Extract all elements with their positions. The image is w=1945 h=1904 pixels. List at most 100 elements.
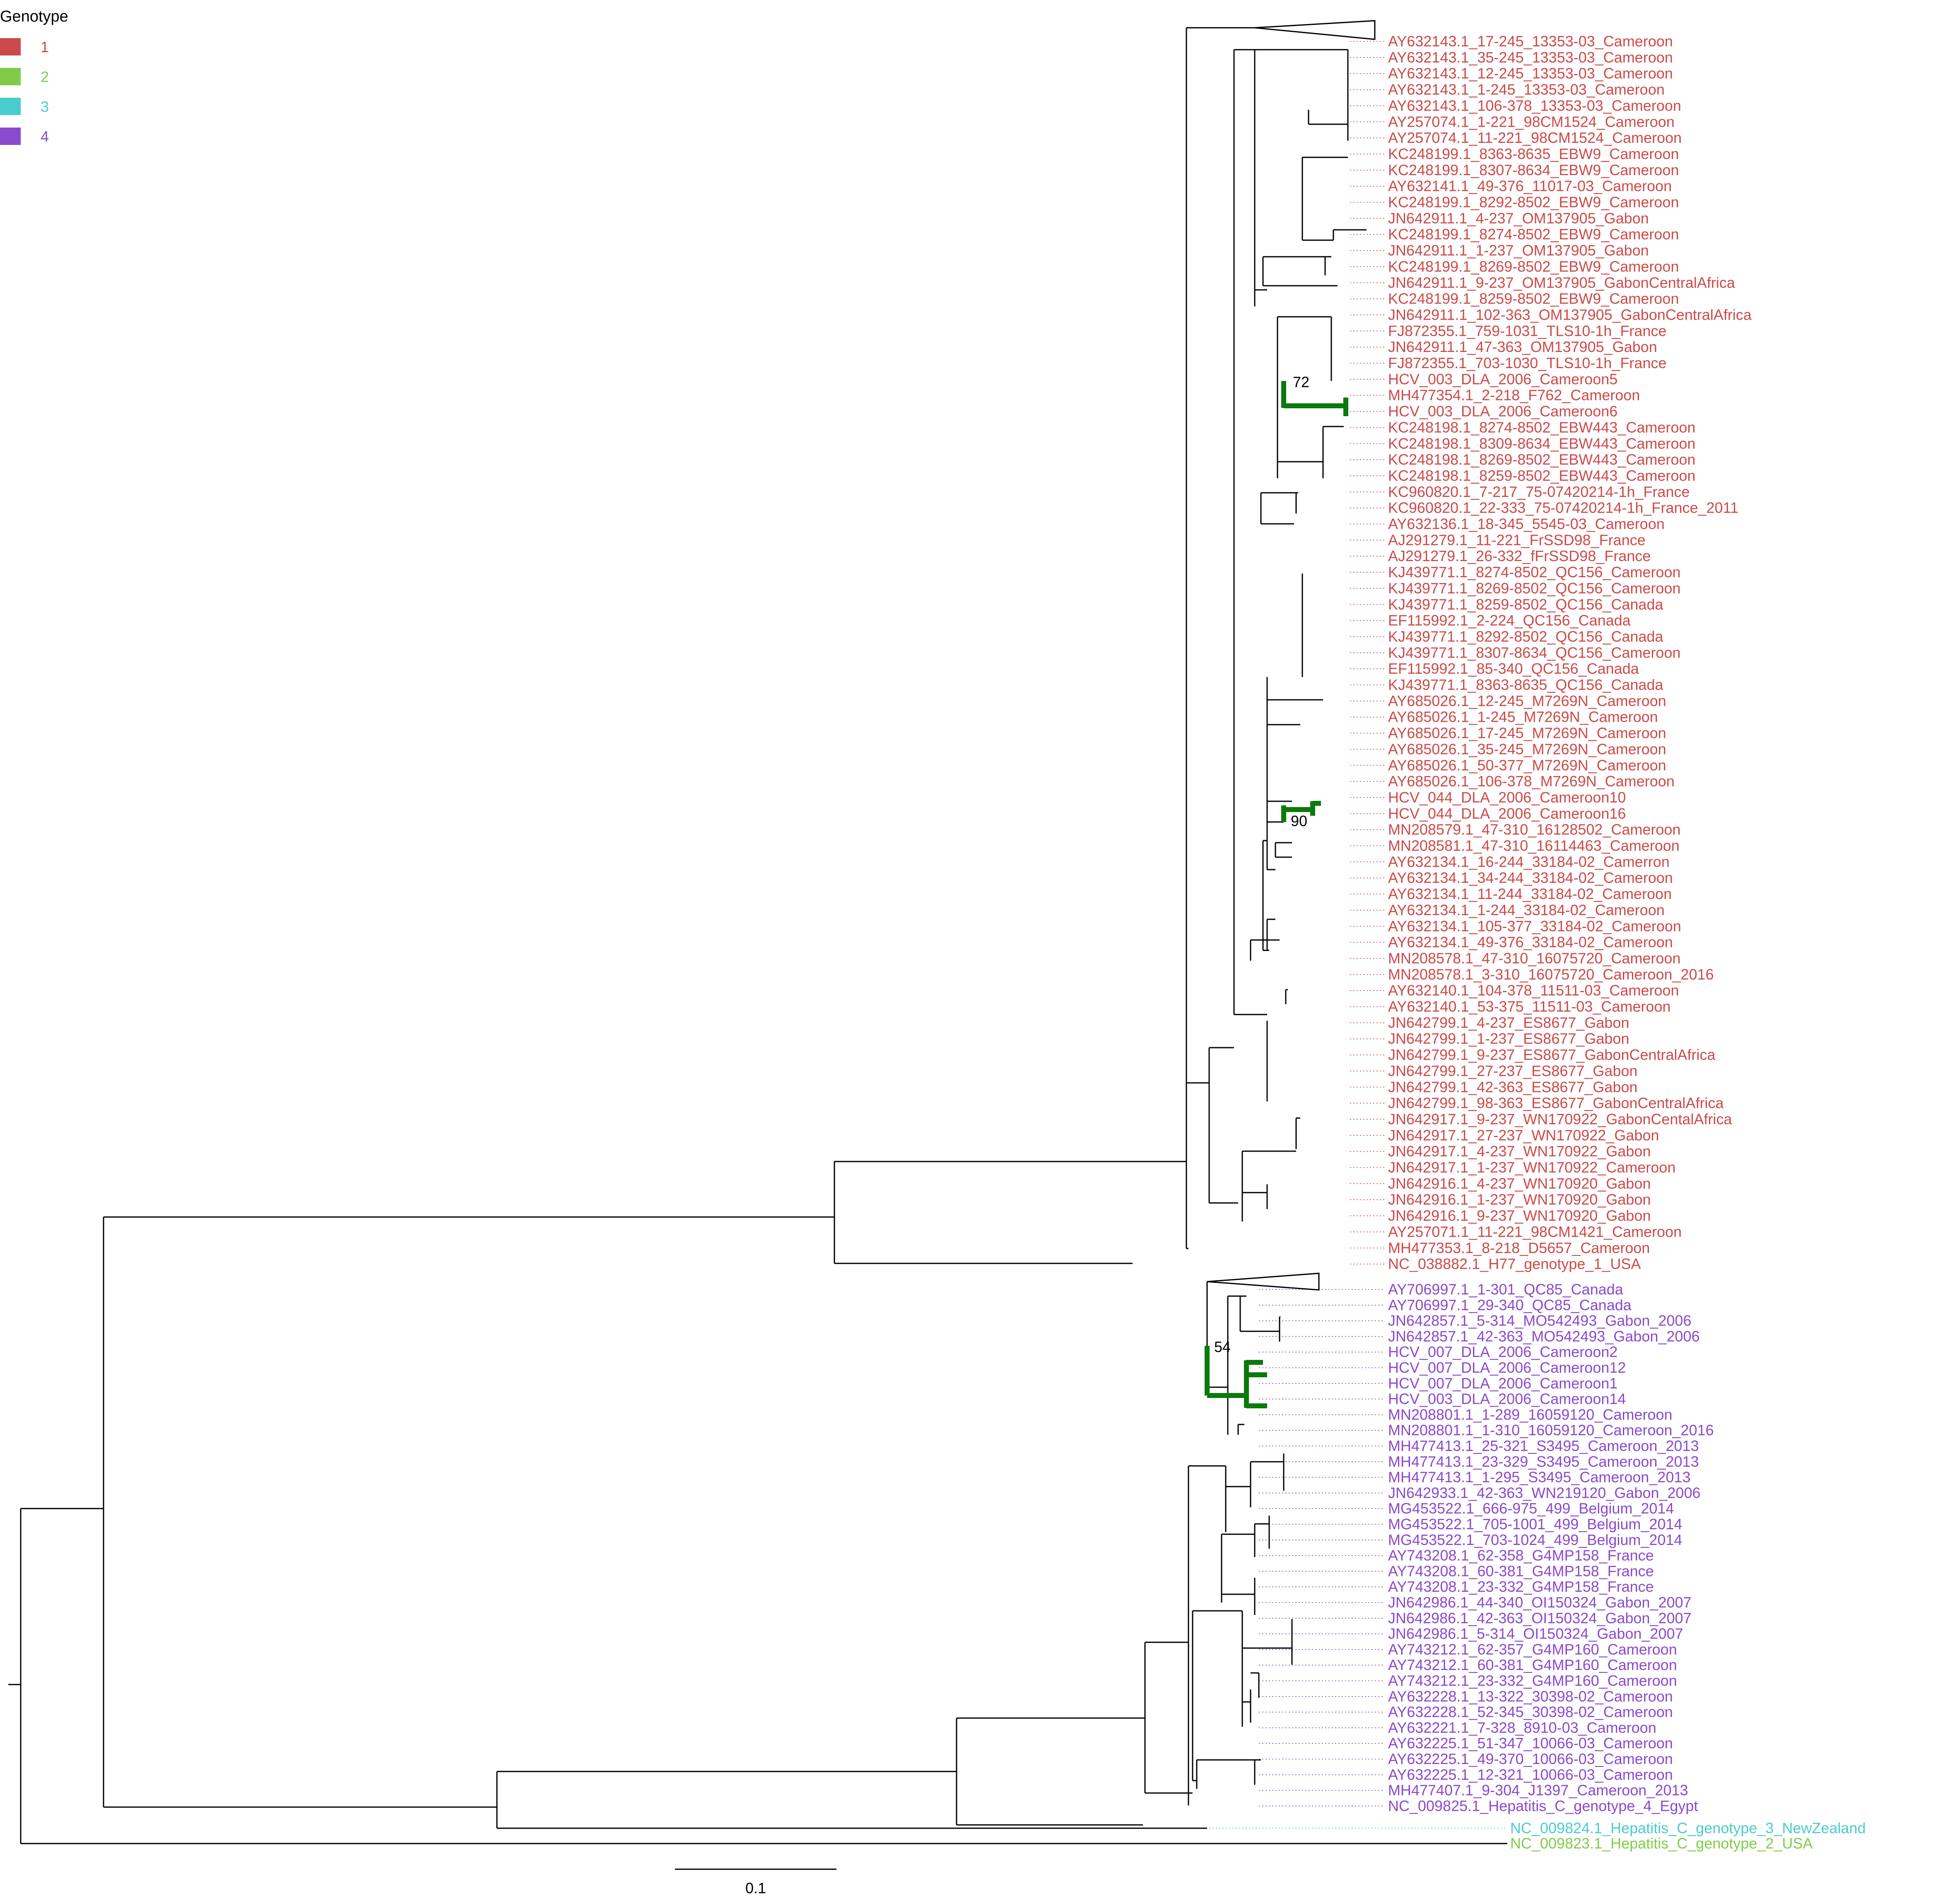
tip-label: KC248199.1_8269-8502_EBW9_Cameroon <box>1388 258 1679 275</box>
tip-label: MH477413.1_25-321_S3495_Cameroon_2013 <box>1388 1437 1699 1454</box>
highlighted-branches <box>1205 381 1348 1408</box>
tip-label: AY632225.1_51-347_10066-03_Cameroon <box>1388 1735 1673 1752</box>
tip-label: AY743212.1_62-357_G4MP160_Cameroon <box>1388 1641 1677 1658</box>
tip-label: KC248199.1_8307-8634_EBW9_Cameroon <box>1388 161 1679 178</box>
tip-label: AY257074.1_11-221_98CM1524_Cameroon <box>1388 129 1682 146</box>
tip-label: KC248198.1_8259-8502_EBW443_Cameroon <box>1388 467 1696 484</box>
tip-label: AY632221.1_7-328_8910-03_Cameroon <box>1388 1719 1656 1736</box>
tip-label: KC248198.1_8274-8502_EBW443_Cameroon <box>1388 419 1696 436</box>
tip-label: MG453522.1_703-1024_499_Belgium_2014 <box>1388 1531 1682 1548</box>
tip-label: MH477413.1_23-329_S3495_Cameroon_2013 <box>1388 1453 1699 1470</box>
tip-label: HCV_007_DLA_2006_Cameroon12 <box>1388 1359 1626 1376</box>
legend-swatch <box>0 68 21 85</box>
tip-label: MG453522.1_666-975_499_Belgium_2014 <box>1388 1500 1674 1517</box>
tip-labels: AY632143.1_17-245_13353-03_CameroonAY632… <box>1388 33 1866 1852</box>
tip-label: AY743212.1_60-381_G4MP160_Cameroon <box>1388 1656 1677 1673</box>
bootstrap-label: 54 <box>1214 1338 1231 1355</box>
tip-label: AY632143.1_1-245_13353-03_Cameroon <box>1388 81 1665 98</box>
tip-label: AY685026.1_1-245_M7269N_Cameroon <box>1388 709 1658 725</box>
tip-label: AY632141.1_49-376_11017-03_Cameroon <box>1388 178 1672 195</box>
tip-label: NC_009825.1_Hepatitis_C_genotype_4_Egypt <box>1388 1797 1698 1814</box>
tree-branches <box>8 20 1507 1844</box>
tip-label: AY632134.1_105-377_33184-02_Cameroon <box>1388 918 1681 935</box>
tip-label: HCV_044_DLA_2006_Cameroon16 <box>1388 805 1626 822</box>
tip-label: JN642916.1_9-237_WN170920_Gabon <box>1388 1207 1651 1224</box>
scale-bar: 0.1 <box>675 1868 836 1897</box>
bootstrap-values: 72 90 54 <box>1214 374 1309 1355</box>
tip-label: AJ291279.1_26-332_fFrSSD98_France <box>1388 547 1651 564</box>
tip-label: KJ439771.1_8307-8634_QC156_Cameroon <box>1388 644 1681 661</box>
tip-label: MN208801.1_1-289_16059120_Cameroon <box>1388 1406 1673 1423</box>
tip-label: AY632134.1_34-244_33184-02_Cameroon <box>1388 869 1673 886</box>
tip-label: AY632134.1_16-244_33184-02_Camerron <box>1388 853 1670 870</box>
tip-label: JN642911.1_9-237_OM137905_GabonCentralAf… <box>1388 274 1735 291</box>
tip-label: JN642799.1_98-363_ES8677_GabonCentralAfr… <box>1388 1094 1724 1111</box>
tip-label: MN208578.1_3-310_16075720_Cameroon_2016 <box>1388 966 1714 983</box>
collapsed-clade-genotype-4 <box>1207 1273 1320 1291</box>
tip-label: JN642799.1_9-237_ES8677_GabonCentralAfri… <box>1388 1046 1716 1063</box>
tip-label: JN642857.1_5-314_MO542493_Gabon_2006 <box>1388 1312 1692 1329</box>
tip-label: FJ872355.1_703-1030_TLS10-1h_France <box>1388 354 1667 371</box>
tip-label: HCV_003_DLA_2006_Cameroon6 <box>1388 403 1617 420</box>
tip-label: KC248199.1_8274-8502_EBW9_Cameroon <box>1388 226 1679 243</box>
tip-label: JN642917.1_9-237_WN170922_GabonCentalAfr… <box>1388 1111 1733 1128</box>
tip-label: JN642799.1_1-237_ES8677_Gabon <box>1388 1030 1629 1047</box>
tip-label: AY632140.1_104-378_11511-03_Cameroon <box>1388 982 1679 999</box>
tip-label: KC960820.1_7-217_75-07420214-1h_France <box>1388 483 1690 500</box>
tip-label: AY632228.1_13-322_30398-02_Cameroon <box>1388 1688 1673 1705</box>
tip-label: AY632134.1_11-244_33184-02_Cameroon <box>1388 885 1672 902</box>
tip-label: JN642799.1_27-237_ES8677_Gabon <box>1388 1062 1638 1079</box>
bootstrap-label: 90 <box>1291 812 1307 829</box>
tip-label: AY685026.1_35-245_M7269N_Cameroon <box>1388 740 1666 757</box>
tip-label: AY632143.1_35-245_13353-03_Cameroon <box>1388 49 1673 66</box>
tip-label: HCV_003_DLA_2006_Cameroon5 <box>1388 371 1617 388</box>
collapsed-clade-genotype-1 <box>1254 20 1376 40</box>
tip-label: KC960820.1_22-333_75-07420214-1h_France_… <box>1388 499 1738 516</box>
tip-label: JN642911.1_4-237_OM137905_Gabon <box>1388 210 1649 227</box>
tip-label: KC248198.1_8309-8634_EBW443_Cameroon <box>1388 435 1696 452</box>
tip-label: AY743208.1_62-358_G4MP158_France <box>1388 1547 1654 1564</box>
tip-label: MN208578.1_47-310_16075720_Cameroon <box>1388 950 1681 966</box>
tip-label: FJ872355.1_759-1031_TLS10-1h_France <box>1388 322 1667 339</box>
tip-label: AY632140.1_53-375_11511-03_Cameroon <box>1388 998 1671 1015</box>
tip-label: AY706997.1_29-340_QC85_Canada <box>1388 1297 1632 1314</box>
tip-label: NC_038882.1_H77_genotype_1_USA <box>1388 1256 1641 1273</box>
tip-label: JN642917.1_1-237_WN170922_Cameroon <box>1388 1159 1675 1176</box>
tip-label: AY632225.1_49-370_10066-03_Cameroon <box>1388 1750 1673 1767</box>
tip-guides <box>1209 41 1507 1844</box>
tip-label: JN642986.1_44-340_OI150324_Gabon_2007 <box>1388 1594 1692 1611</box>
tip-label: JN642911.1_47-363_OM137905_Gabon <box>1388 338 1657 355</box>
tip-label: NC_009823.1_Hepatitis_C_genotype_2_USA <box>1510 1835 1813 1852</box>
tip-label: AY257074.1_1-221_98CM1524_Cameroon <box>1388 113 1675 130</box>
tip-label: AY685026.1_106-378_M7269N_Cameroon <box>1388 773 1675 790</box>
tip-label: MH477413.1_1-295_S3495_Cameroon_2013 <box>1388 1469 1691 1486</box>
tip-label: JN642911.1_1-237_OM137905_Gabon <box>1388 242 1649 259</box>
tip-label: AY743212.1_23-332_G4MP160_Cameroon <box>1388 1672 1677 1689</box>
legend-title: Genotype <box>0 8 68 25</box>
tip-label: MH477407.1_9-304_J1397_Cameroon_2013 <box>1388 1782 1688 1799</box>
tip-label: MH477353.1_8-218_D5657_Cameroon <box>1388 1239 1650 1256</box>
bootstrap-label: 72 <box>1293 374 1309 390</box>
tip-label: AY685026.1_17-245_M7269N_Cameroon <box>1388 725 1666 742</box>
legend-label: 1 <box>41 39 49 55</box>
tip-label: AY685026.1_50-377_M7269N_Cameroon <box>1388 757 1666 774</box>
tip-label: KJ439771.1_8292-8502_QC156_Canada <box>1388 628 1664 645</box>
tip-label: AY257071.1_11-221_98CM1421_Cameroon <box>1388 1223 1682 1240</box>
tip-label: KJ439771.1_8269-8502_QC156_Cameroon <box>1388 580 1681 597</box>
tip-label: AJ291279.1_11-221_FrSSD98_France <box>1388 531 1646 548</box>
tip-label: KC248199.1_8292-8502_EBW9_Cameroon <box>1388 194 1679 211</box>
tip-label: HCV_003_DLA_2006_Cameroon14 <box>1388 1391 1626 1408</box>
tip-label: AY632143.1_17-245_13353-03_Cameroon <box>1388 33 1673 50</box>
tip-label: JN642799.1_4-237_ES8677_Gabon <box>1388 1014 1629 1031</box>
tip-label: EF115992.1_2-224_QC156_Canada <box>1388 612 1631 629</box>
tip-label: AY743208.1_23-332_G4MP158_France <box>1388 1578 1654 1595</box>
tip-label: MN208581.1_47-310_16114463_Cameroon <box>1388 837 1680 854</box>
tip-label: JN642911.1_102-363_OM137905_GabonCentral… <box>1388 306 1752 323</box>
tip-label: AY632143.1_12-245_13353-03_Cameroon <box>1388 65 1673 82</box>
tip-label: MN208579.1_47-310_16128502_Cameroon <box>1388 821 1681 838</box>
tip-label: AY632143.1_106-378_13353-03_Cameroon <box>1388 97 1681 114</box>
tip-label: AY632225.1_12-321_10066-03_Cameroon <box>1388 1766 1673 1783</box>
legend-swatch <box>0 128 21 145</box>
